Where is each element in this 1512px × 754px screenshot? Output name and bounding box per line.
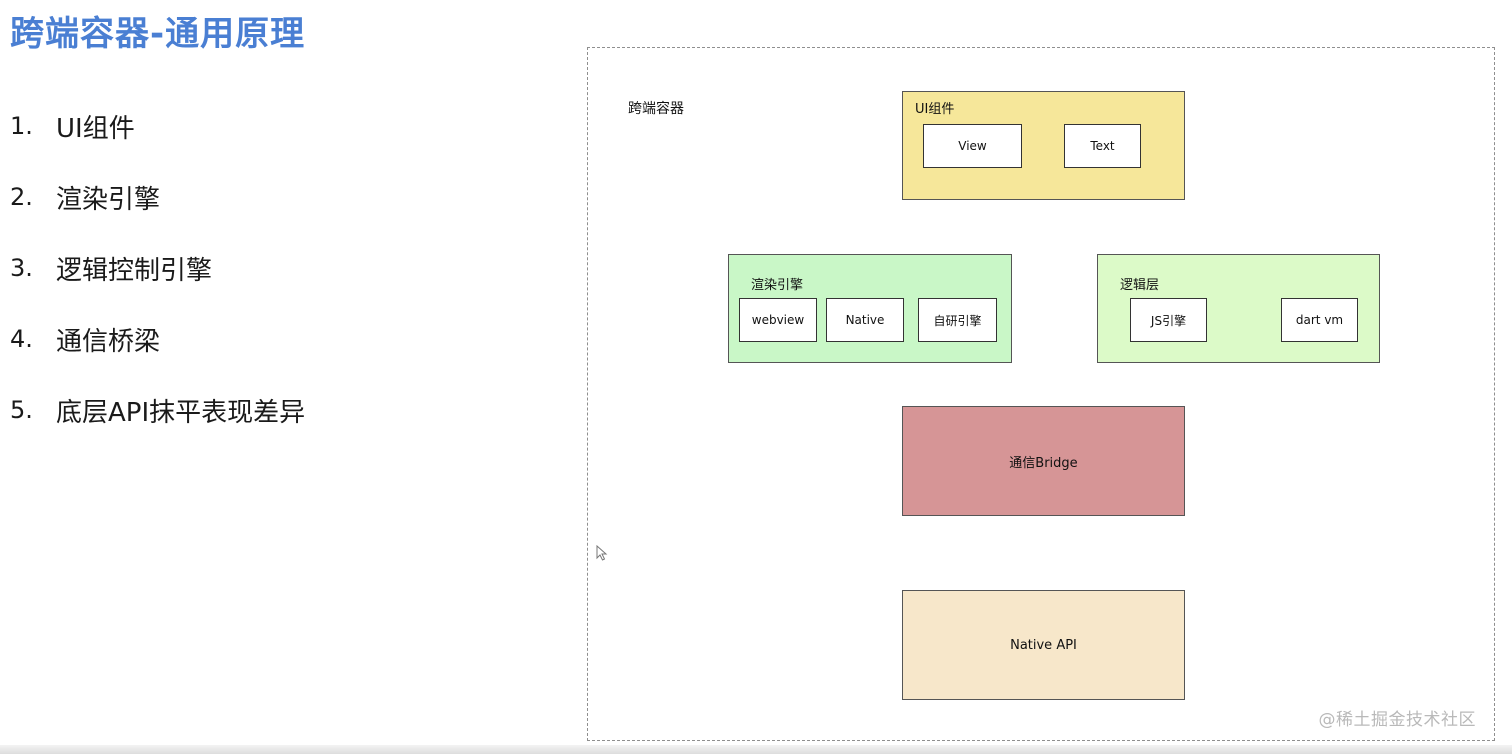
ui-component-layer: UI组件 View Text	[902, 91, 1185, 200]
js-engine: JS引擎	[1130, 298, 1207, 342]
list-number: 4.	[10, 325, 33, 353]
list-item: 2. 渲染引擎	[10, 179, 305, 215]
list-item: 5. 底层API抹平表现差异	[10, 392, 305, 428]
webview-engine: webview	[739, 298, 817, 342]
list-text: 逻辑控制引擎	[56, 255, 213, 286]
list-text: 通信桥梁	[56, 326, 161, 357]
principle-list: 1. UI组件 2. 渲染引擎 3. 逻辑控制引擎 4. 通信桥梁 5. 底层A…	[10, 108, 305, 463]
page-title: 跨端容器-通用原理	[10, 14, 306, 54]
mouse-pointer-icon	[596, 545, 608, 561]
list-number: 3.	[10, 254, 33, 282]
container-label: 跨端容器	[628, 101, 684, 117]
ui-component-label: UI组件	[915, 102, 955, 117]
native-engine: Native	[826, 298, 904, 342]
list-item: 4. 通信桥梁	[10, 321, 305, 357]
render-engine-label: 渲染引擎	[751, 278, 804, 293]
list-item: 1. UI组件	[10, 108, 305, 144]
watermark-text: @稀土掘金技术社区	[1318, 710, 1476, 730]
view-component: View	[923, 124, 1022, 168]
dart-vm-engine: dart vm	[1281, 298, 1358, 342]
list-number: 5.	[10, 396, 33, 424]
logic-layer-label: 逻辑层	[1120, 278, 1160, 293]
custom-engine: 自研引擎	[918, 298, 997, 342]
native-api-label: Native API	[1010, 637, 1077, 653]
list-number: 2.	[10, 183, 33, 211]
logic-layer: 逻辑层 JS引擎 dart vm	[1097, 254, 1380, 363]
list-text: 渲染引擎	[56, 184, 161, 215]
native-api-layer: Native API	[902, 590, 1185, 700]
list-text: UI组件	[56, 113, 135, 144]
bottom-scroll-bar	[0, 745, 1512, 754]
text-component: Text	[1064, 124, 1141, 168]
cross-platform-container-diagram: 跨端容器 UI组件 View Text 渲染引擎 webview Native …	[587, 47, 1495, 741]
list-number: 1.	[10, 112, 33, 140]
render-engine-layer: 渲染引擎 webview Native 自研引擎	[728, 254, 1012, 363]
bridge-label: 通信Bridge	[1009, 455, 1078, 471]
communication-bridge-layer: 通信Bridge	[902, 406, 1185, 516]
list-text: 底层API抹平表现差异	[56, 397, 306, 428]
list-item: 3. 逻辑控制引擎	[10, 250, 305, 286]
